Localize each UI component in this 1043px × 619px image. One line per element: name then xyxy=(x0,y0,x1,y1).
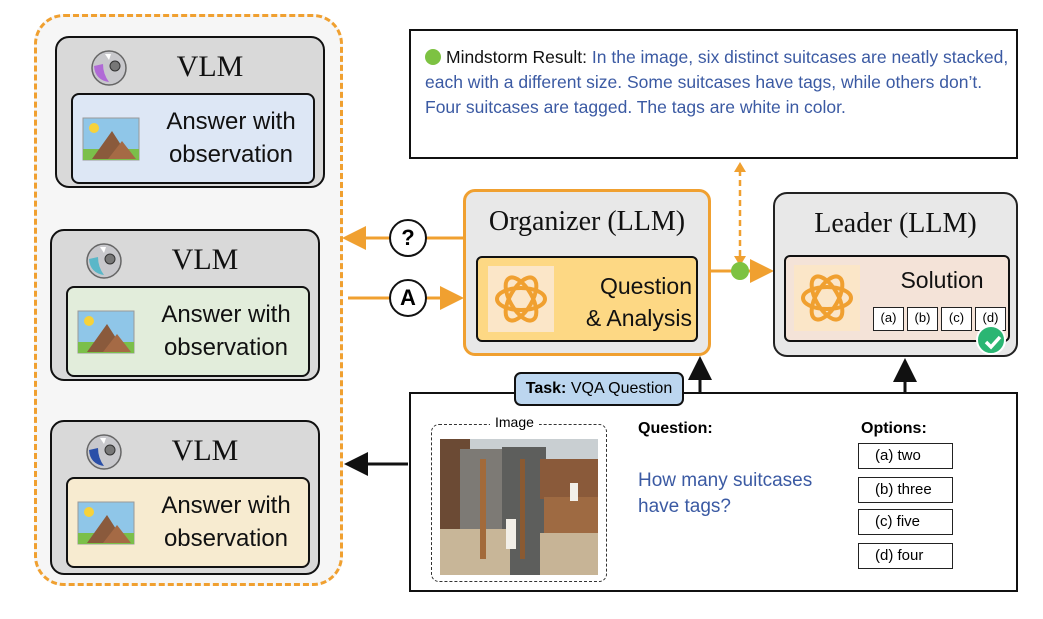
image-placeholder-icon xyxy=(77,501,135,545)
robot-face-icon xyxy=(86,243,122,279)
question-mark-icon: ? xyxy=(389,219,427,257)
robot-face-icon xyxy=(86,434,122,470)
vlm-title: VLM xyxy=(171,434,239,467)
organizer-label: Question& Analysis xyxy=(585,273,692,331)
answer-a-icon: A xyxy=(389,279,427,317)
mindstorm-paragraph: Mindstorm Result: In the image, six dist… xyxy=(425,45,1010,120)
task-tag-text: VQA Question xyxy=(570,380,673,397)
mindstorm-text: In the image, six distinct suitcases are… xyxy=(425,47,1009,117)
option-c: (c) five xyxy=(858,509,953,535)
solution-choice-c: (c) xyxy=(941,307,972,331)
junction-dot xyxy=(731,262,749,280)
image-frame: Image xyxy=(431,414,607,582)
question-text: How many suitcases have tags? xyxy=(638,470,813,517)
robot-face-icon xyxy=(91,50,127,86)
leader-title: Leader (LLM) xyxy=(814,208,977,239)
image-placeholder-icon xyxy=(82,117,140,161)
solution-choice-b: (b) xyxy=(907,307,938,331)
question-label: Question: xyxy=(638,420,713,437)
solution-choice-a: (a) xyxy=(873,307,904,331)
options-label: Options: xyxy=(861,420,927,437)
mindstorm-label: Mindstorm Result: xyxy=(446,47,588,67)
check-icon xyxy=(976,325,1006,355)
leader-box: Leader (LLM) Solution (a) (b) (c) (d) xyxy=(773,192,1018,357)
organizer-title: Organizer (LLM) xyxy=(488,206,686,237)
openai-logo-icon xyxy=(488,266,554,332)
image-label: Image xyxy=(490,414,539,430)
openai-logo-icon xyxy=(794,265,860,331)
task-tag: Task: VQA Question xyxy=(514,372,684,406)
solution-label: Solution xyxy=(900,267,984,293)
task-tag-bold: Task: xyxy=(525,380,567,397)
vlm-title: VLM xyxy=(171,243,239,276)
option-a: (a) two xyxy=(858,443,953,469)
option-d: (d) four xyxy=(858,543,953,569)
vlm-title: VLM xyxy=(176,50,244,83)
mindstorm-result-box: Mindstorm Result: In the image, six dist… xyxy=(409,29,1018,159)
organizer-inner: Question& Analysis xyxy=(476,256,698,342)
green-dot-icon xyxy=(425,49,441,65)
option-b: (b) three xyxy=(858,477,953,503)
suitcases-photo xyxy=(440,439,598,575)
solution-choice-d: (d) xyxy=(975,307,1006,331)
organizer-box: Organizer (LLM) Question& Analysis xyxy=(463,189,711,356)
image-placeholder-icon xyxy=(77,310,135,354)
